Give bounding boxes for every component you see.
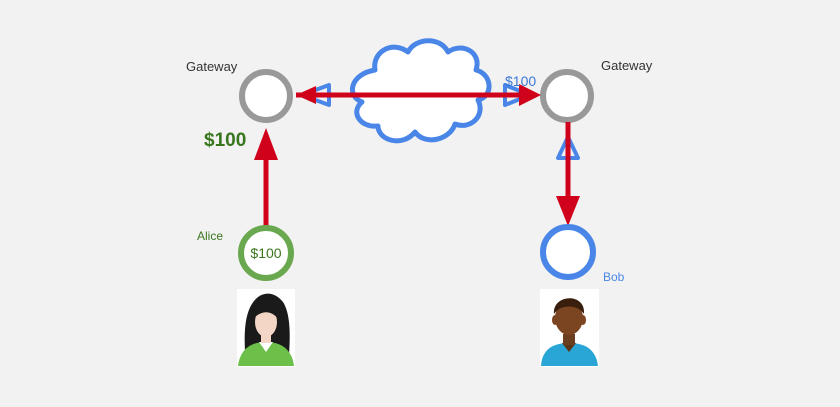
network-cloud [350,38,492,144]
red-arrowhead-right [519,84,541,106]
gateway-right-amount: $100 [505,73,536,89]
gateway-right-node [540,69,594,123]
alice-label: Alice [197,229,223,243]
bob-node [540,224,596,280]
alice-node [238,225,294,281]
bob-avatar [540,289,599,367]
red-arrowhead-down [556,196,580,226]
red-arrowhead-left [296,86,316,104]
alice-avatar [237,289,295,367]
gateway-left-node [239,69,293,123]
bob-label: Bob [603,270,625,284]
red-arrowhead-up [254,128,278,160]
alice-balance: $100 [250,245,281,261]
gateway-right-label: Gateway [601,58,653,73]
transfer-amount-label: $100 [204,130,246,151]
gateway-left-label: Gateway [186,59,238,74]
